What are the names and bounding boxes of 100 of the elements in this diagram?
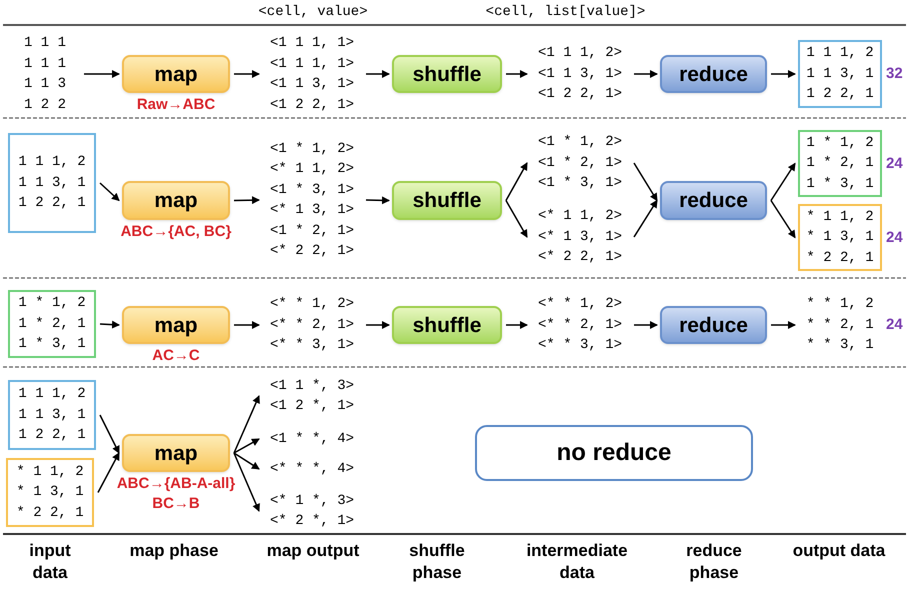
- data-record: <1 * 2, 1>: [538, 154, 622, 173]
- data-record: <* 2 *, 1>: [270, 512, 354, 531]
- arrow: [233, 452, 260, 512]
- arrow: [366, 70, 390, 78]
- data-record: * * 1, 2: [806, 295, 874, 314]
- data-record: 1 2 2, 1: [806, 85, 874, 104]
- stage-label: intermediate data: [525, 540, 629, 584]
- data-table-box: [798, 130, 882, 197]
- data-record: 1 2 2: [24, 96, 66, 114]
- arrow: [770, 162, 796, 201]
- arrow: [97, 452, 120, 493]
- arrow: [505, 200, 528, 238]
- data-table-box: [6, 458, 94, 527]
- data-record: <1 * 2, 1>: [270, 222, 354, 240]
- data-record: 1 2 2, 1: [18, 194, 86, 214]
- arrow: [234, 70, 260, 78]
- data-record: <* * 1, 2>: [538, 295, 622, 314]
- column-header: <cell, value>: [257, 3, 369, 22]
- stage-label: input data: [28, 540, 72, 584]
- data-record: <1 * 1, 2>: [270, 140, 354, 158]
- data-record: <* 1 3, 1>: [538, 228, 622, 247]
- stage-label: map output: [266, 540, 360, 562]
- arrow: [366, 196, 390, 204]
- data-record: <* 1 3, 1>: [270, 201, 354, 220]
- arrow: [99, 414, 120, 454]
- map-box: [122, 434, 230, 472]
- arrow: [633, 200, 658, 238]
- data-record: 1 1 1: [24, 54, 66, 74]
- box-label: reduce: [679, 190, 748, 211]
- arrow: [234, 438, 260, 454]
- data-record: <1 2 *, 1>: [270, 397, 354, 416]
- data-record: <1 2 2, 1>: [538, 85, 622, 104]
- data-record: <* * 1, 2>: [270, 295, 354, 314]
- box-label: reduce: [679, 314, 748, 336]
- data-record: <1 1 3, 1>: [270, 75, 354, 94]
- arrow: [100, 182, 120, 202]
- box-label: reduce: [679, 64, 748, 84]
- process-box: [475, 425, 753, 481]
- data-table-box: [8, 133, 96, 233]
- data-record: <* * 3, 1>: [270, 336, 354, 356]
- data-record: 1 1 1, 2: [18, 153, 86, 172]
- data-record: <* * *, 4>: [270, 460, 354, 479]
- arrow: [633, 162, 658, 202]
- transform-label: BC→B: [152, 494, 200, 514]
- arrow: [366, 321, 390, 329]
- data-record: <* * 2, 1>: [270, 316, 354, 335]
- count-label: 32: [886, 64, 903, 84]
- data-record: * 1 1, 2: [16, 462, 84, 482]
- data-record: <* * 3, 1>: [538, 336, 622, 356]
- transform-label: Raw→ABC: [136, 95, 216, 115]
- box-label: map: [154, 64, 198, 84]
- arrow: [506, 70, 528, 78]
- arrow: [84, 70, 120, 78]
- arrow: [234, 321, 260, 329]
- data-record: <1 1 *, 3>: [270, 376, 354, 396]
- data-record: 1 * 2, 1: [18, 314, 86, 334]
- reduce-box: [660, 181, 767, 220]
- arrow: [634, 321, 658, 329]
- data-record: 1 * 3, 1: [18, 335, 86, 354]
- data-record: <1 2 2, 1>: [270, 96, 354, 114]
- data-record: 1 1 3, 1: [18, 174, 86, 193]
- box-label: map: [154, 442, 198, 464]
- transform-label: ABC→{AB-A-all}: [116, 474, 236, 494]
- data-record: 1 1 3: [24, 75, 66, 94]
- stage-label: map phase: [128, 540, 220, 562]
- arrow: [505, 162, 528, 201]
- data-record: <1 1 3, 1>: [538, 64, 622, 84]
- count-label: 24: [886, 315, 903, 335]
- data-record: * * 3, 1: [806, 336, 874, 356]
- stage-label: shuffle phase: [408, 540, 466, 584]
- data-record: 1 1 1, 2: [806, 44, 874, 64]
- map-box: [122, 181, 230, 220]
- data-record: * 1 3, 1: [806, 228, 874, 248]
- data-record: <1 * 3, 1>: [538, 174, 622, 194]
- box-label: no reduce: [556, 441, 672, 465]
- box-label: map: [154, 190, 198, 211]
- data-record: 1 1 1: [24, 34, 66, 53]
- data-table-box: [798, 40, 882, 108]
- box-label: shuffle: [412, 64, 482, 84]
- map-box: [122, 55, 230, 93]
- data-record: 1 * 1, 2: [18, 294, 86, 314]
- arrow: [771, 321, 796, 329]
- arrow: [234, 452, 260, 470]
- data-record: 1 * 1, 2: [806, 134, 874, 153]
- data-record: 1 * 2, 1: [806, 154, 874, 174]
- shuffle-box: [392, 55, 502, 93]
- data-record: <* 2 2, 1>: [538, 248, 622, 268]
- arrow: [234, 196, 260, 204]
- data-record: <* 1 1, 2>: [538, 207, 622, 226]
- box-label: shuffle: [412, 314, 482, 336]
- shuffle-box: [392, 306, 502, 344]
- transform-label: ABC→{AC, BC}: [120, 222, 232, 242]
- data-table-box: [8, 380, 96, 450]
- column-header: <cell, list[value]>: [484, 3, 646, 22]
- count-label: 24: [886, 154, 903, 174]
- shuffle-box: [392, 181, 502, 220]
- data-record: * 2 2, 1: [806, 248, 874, 268]
- box-label: map: [154, 314, 198, 336]
- count-label: 24: [886, 228, 903, 248]
- transform-label: AC→C: [152, 346, 200, 366]
